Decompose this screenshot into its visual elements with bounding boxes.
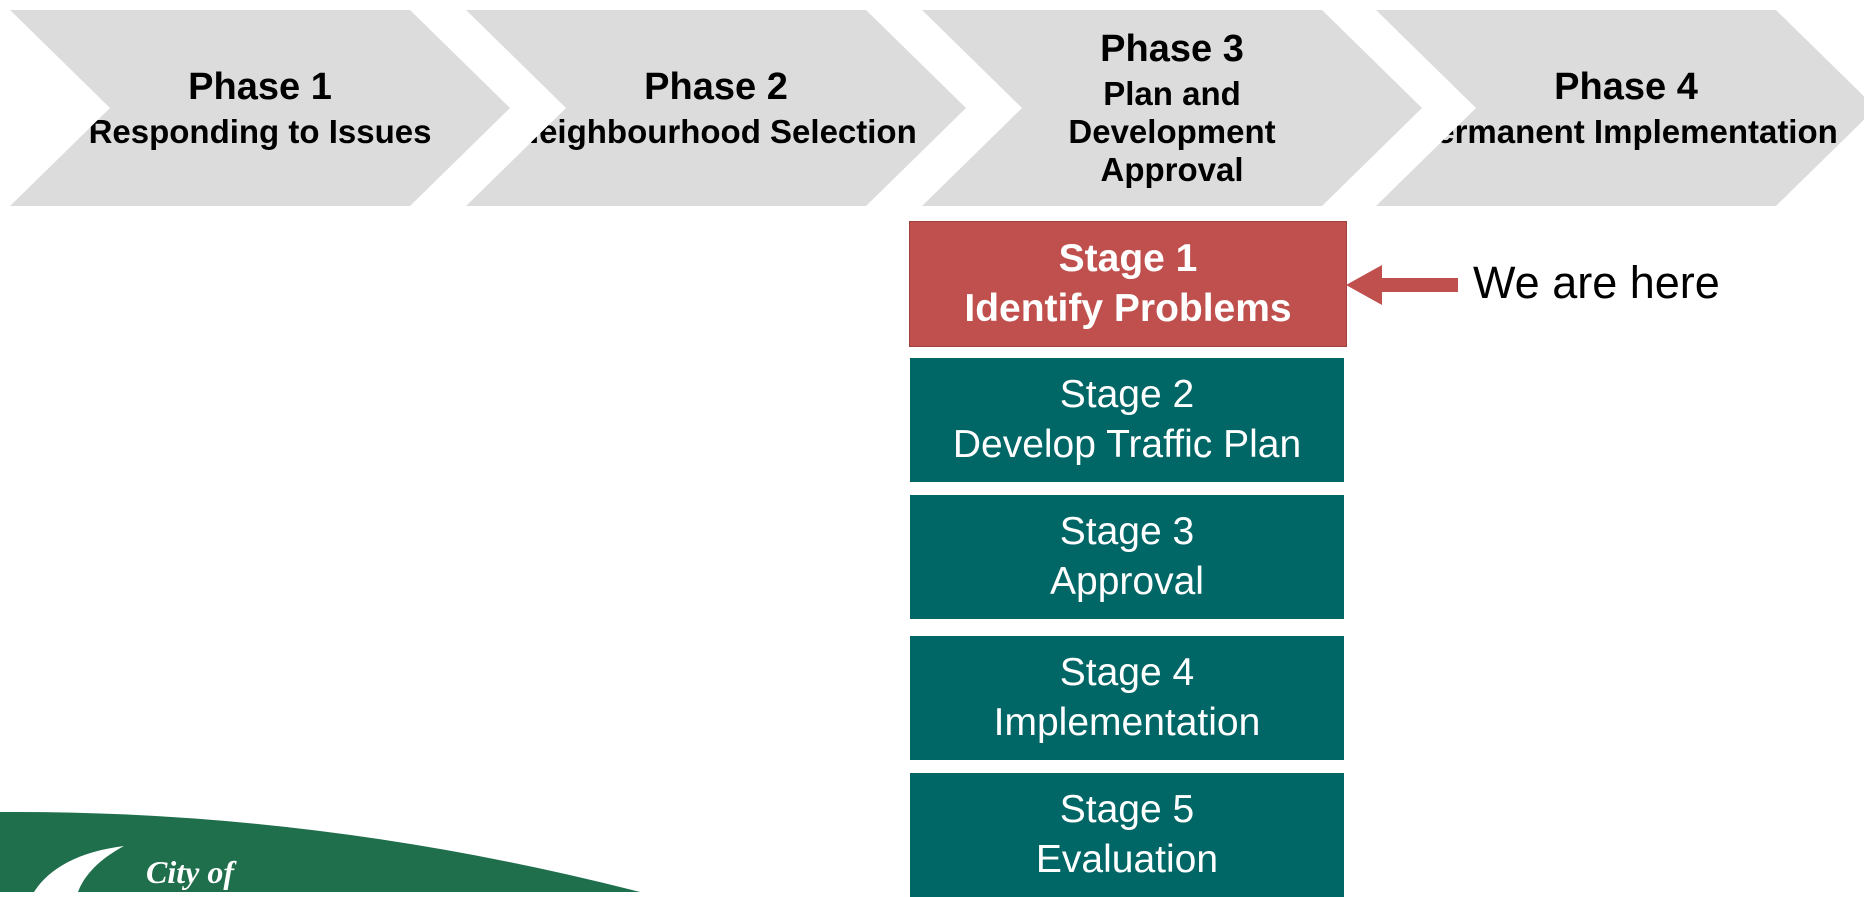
stage-5-name: Evaluation	[1035, 838, 1219, 881]
phase-4-subtitle: Permanent Implementation	[1414, 113, 1838, 150]
phase-3-title: Phase 3	[1100, 28, 1244, 70]
stage-1-name: Identify Problems	[964, 287, 1292, 330]
stage-3-label: Stage 3	[1059, 510, 1195, 553]
stage-1-label: Stage 1	[1058, 237, 1198, 280]
stage-1-box: Stage 1 Identify Problems	[909, 221, 1347, 347]
stage-5-box: Stage 5 Evaluation	[910, 773, 1344, 897]
stage-2-label: Stage 2	[1059, 373, 1195, 416]
phase-2-chevron: Phase 2 Neighbourhood Selection	[466, 10, 966, 206]
phase-1-subtitle: Responding to Issues	[88, 113, 432, 150]
logo-text: City of	[146, 854, 234, 890]
stage-4-name: Implementation	[993, 701, 1261, 744]
phase-1-chevron: Phase 1 Responding to Issues	[10, 10, 510, 206]
stage-5-label: Stage 5	[1059, 788, 1195, 831]
city-logo	[0, 811, 640, 892]
stage-3-box: Stage 3 Approval	[910, 495, 1344, 619]
phase-2-title: Phase 2	[644, 66, 788, 108]
phase-3-subtitle: Plan and Development Approval	[1068, 75, 1276, 188]
phase-1-title: Phase 1	[188, 66, 332, 108]
we-are-here-label: We are here	[1473, 257, 1720, 308]
stage-2-name: Develop Traffic Plan	[952, 423, 1302, 466]
leaf-logo-icon	[34, 846, 124, 892]
stage-3-name: Approval	[1050, 560, 1204, 603]
phase-3-chevron: Phase 3 Plan and Development Approval	[922, 10, 1422, 206]
phase-4-title: Phase 4	[1554, 66, 1698, 108]
phase-4-chevron: Phase 4 Permanent Implementation	[1376, 10, 1864, 206]
left-arrow-icon	[1346, 265, 1458, 305]
stage-4-label: Stage 4	[1059, 651, 1195, 694]
stage-4-box: Stage 4 Implementation	[910, 636, 1344, 760]
stage-2-box: Stage 2 Develop Traffic Plan	[910, 358, 1344, 482]
phase-2-subtitle: Neighbourhood Selection	[515, 113, 917, 150]
